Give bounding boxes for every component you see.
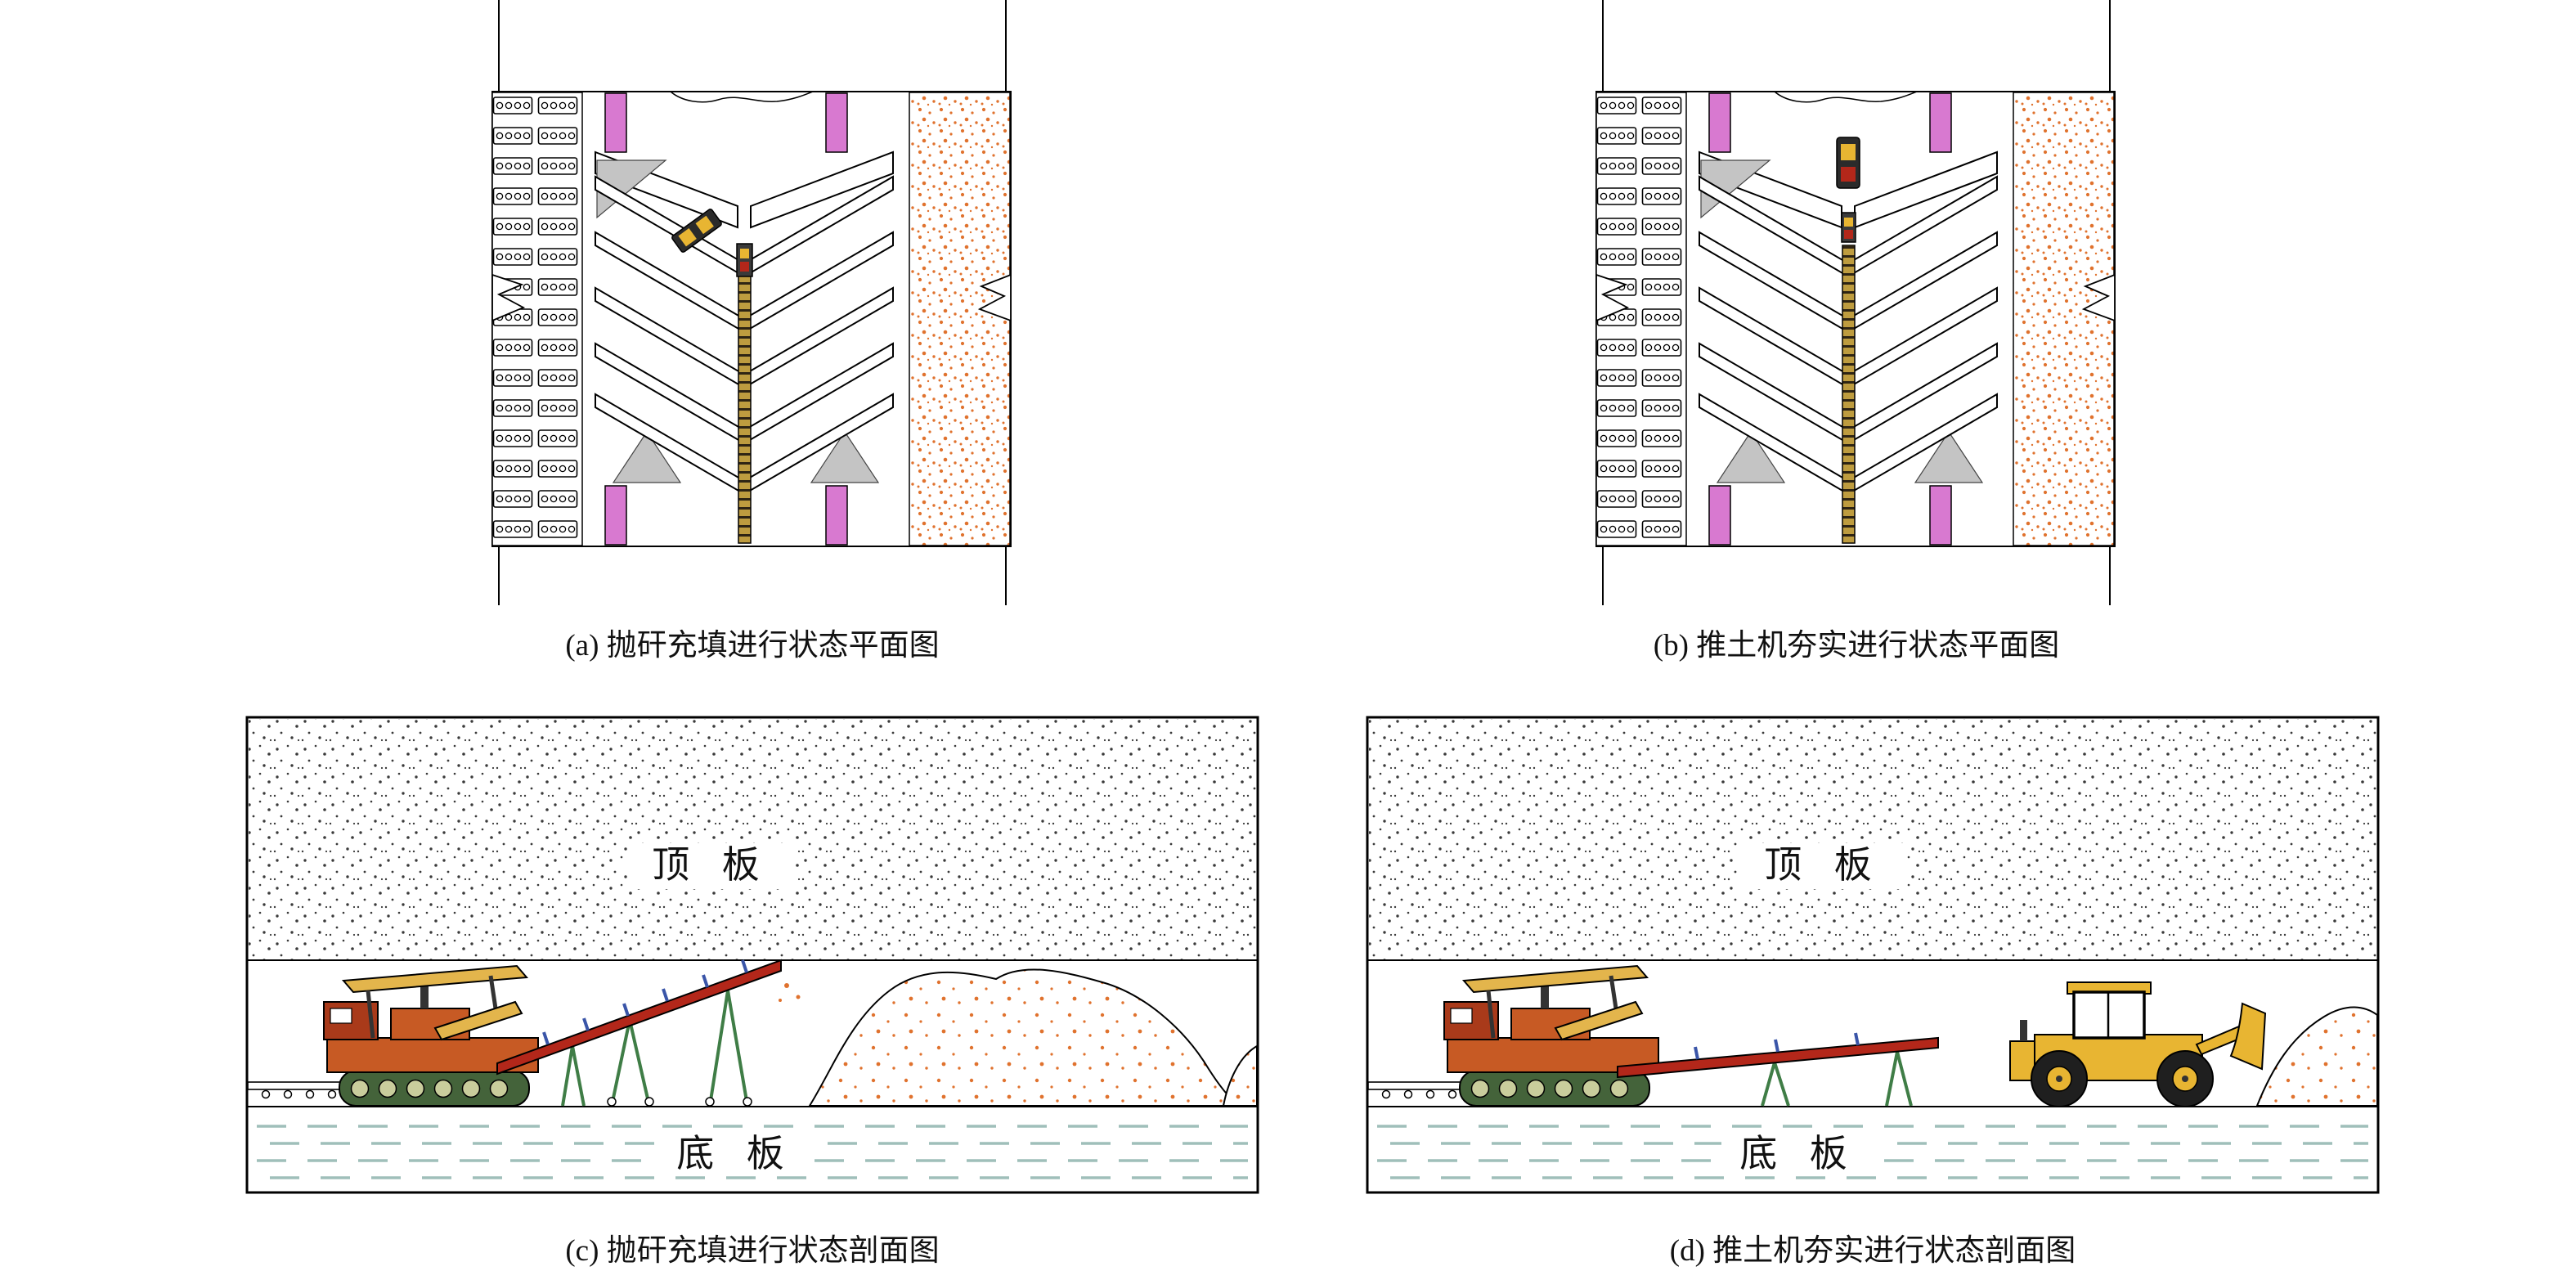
floor-label: 底 板 [1739, 1133, 1859, 1174]
figure-d-section-view: 顶 板 底 板 [1366, 716, 2380, 1194]
figure-c-caption: (c) 抛矸充填进行状态剖面图 [565, 1234, 940, 1268]
floor-label: 底 板 [676, 1133, 796, 1174]
bulldozer-machine-icon [1836, 137, 1860, 189]
section-base [1367, 717, 2378, 1192]
scraper-conveyor-ladder [1842, 245, 1856, 544]
gangue-pile [2255, 1006, 2378, 1107]
figure-a-plan-view [491, 0, 1014, 605]
scraper-conveyor-ladder [738, 274, 752, 544]
roof-label-bg [1740, 843, 1907, 889]
figure-b-caption: (b) 推土机夯实进行状态平面图 [1653, 629, 2060, 662]
figure-b-plan-view [1595, 0, 2118, 605]
inclined-conveyor [496, 959, 782, 1107]
floor-label-bg [658, 1136, 814, 1175]
plan-base [1595, 0, 2116, 605]
lowered-conveyor [1617, 1032, 1939, 1107]
section-base [247, 717, 1258, 1192]
roof-label: 顶 板 [1764, 844, 1883, 886]
floor-label-bg [1721, 1136, 1877, 1175]
roof-label-bg [628, 843, 795, 889]
roof-label: 顶 板 [652, 844, 771, 886]
wheel-loader [2009, 981, 2267, 1107]
gangue-pile [779, 968, 1258, 1107]
plan-base [491, 0, 1012, 605]
thrower-machine-icon [671, 209, 722, 253]
figure-c-section-view: 顶 板 底 板 [245, 716, 1259, 1194]
figure-d-caption: (d) 推土机夯实进行状态剖面图 [1669, 1234, 2076, 1268]
shuttle-machine-icon [1841, 212, 1856, 243]
figure-a-caption: (a) 抛矸充填进行状态平面图 [565, 629, 940, 662]
shuttle-machine-icon [736, 243, 753, 277]
